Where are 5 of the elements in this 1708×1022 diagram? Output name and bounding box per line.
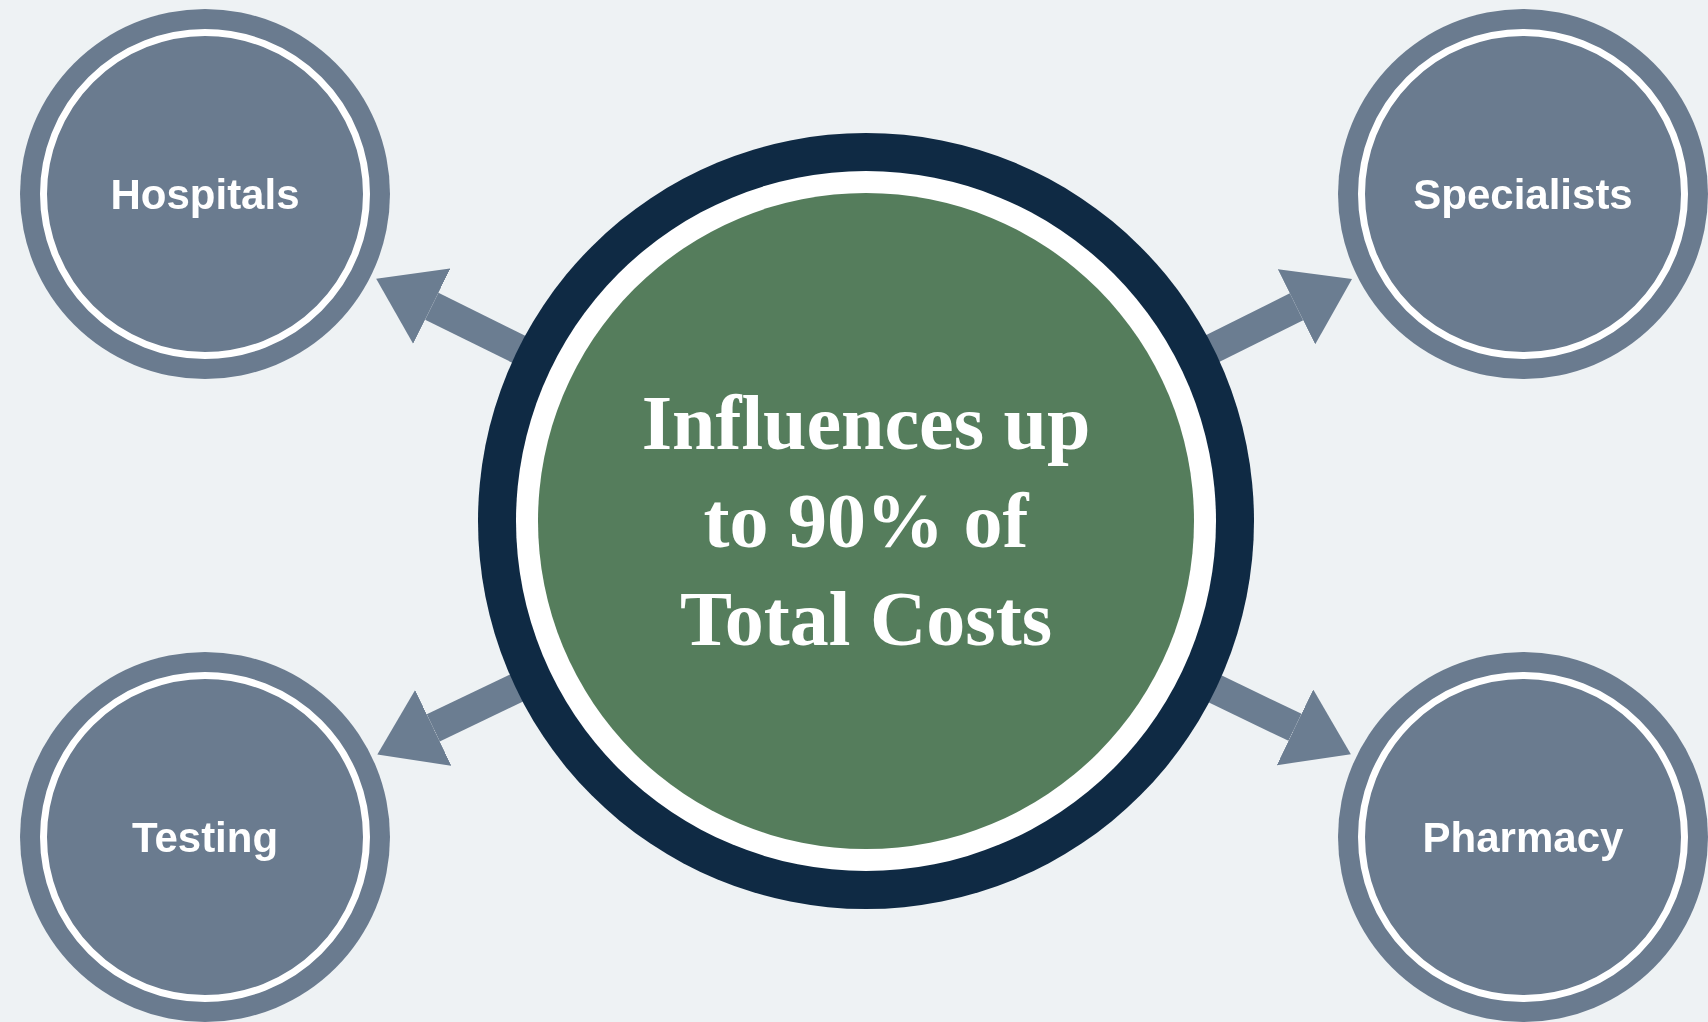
category-label: Testing [131, 812, 279, 863]
category-label: Specialists [1413, 169, 1633, 220]
category-label: Hospitals [110, 169, 300, 220]
category-label: Pharmacy [1422, 812, 1624, 863]
center-text: Influences up to 90% of Total Costs [640, 378, 1092, 664]
